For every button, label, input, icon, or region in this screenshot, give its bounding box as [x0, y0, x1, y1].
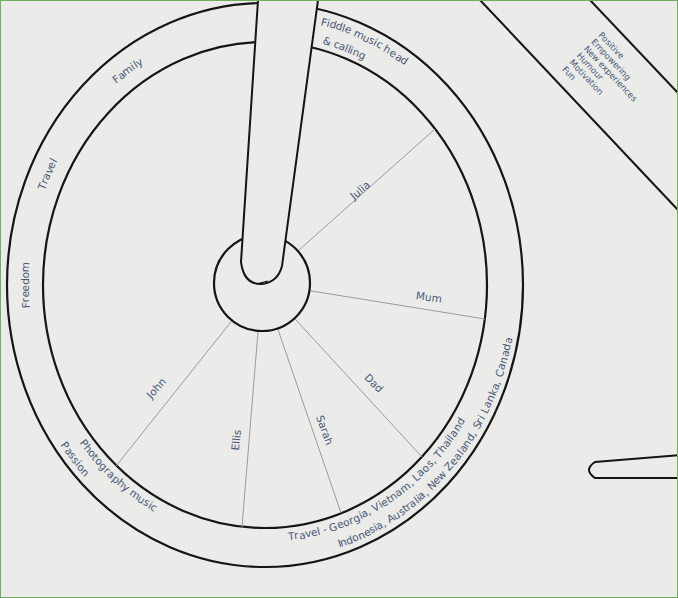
axle-mark: [256, 281, 268, 284]
spoke-label: Ellis: [229, 429, 243, 451]
spoke-label: Mum: [415, 289, 442, 305]
frame-tube-notes: PositiveEmpoweringNew experiencesHumourM…: [560, 30, 654, 124]
spoke-label: John: [144, 375, 168, 400]
spokes: [116, 129, 485, 527]
pedal-stub: [589, 455, 678, 478]
frame-tube-edge: [480, 0, 678, 210]
spoke-label: Julia: [348, 178, 373, 201]
fork: [241, 0, 318, 284]
spoke-label: Sarah: [314, 414, 336, 447]
spoke-label: Dad: [362, 371, 386, 395]
